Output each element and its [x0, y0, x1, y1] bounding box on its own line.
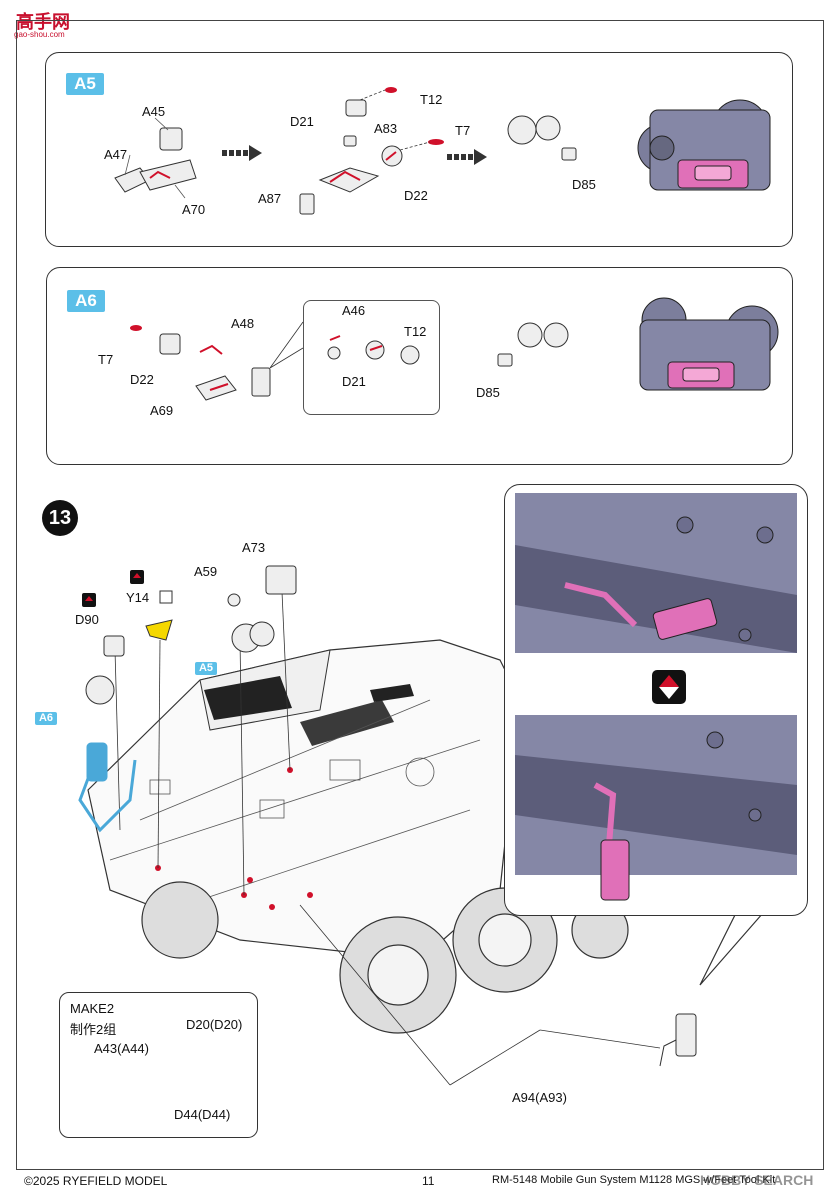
logo-text: 高手网: [16, 12, 70, 33]
label-a94: A94(A93): [512, 1090, 567, 1105]
make2-inset: MAKE2 制作2组 D20(D20) A43(A44) D44(D44): [59, 992, 258, 1138]
tag-a5-step: A5: [195, 662, 217, 675]
label-a69: A69: [150, 403, 174, 418]
label-a70: A70: [182, 202, 206, 217]
label-d85: D85: [572, 177, 596, 192]
panel-a5-drawing: [114, 87, 771, 215]
make-count-label-cn: 制作2组: [70, 1022, 117, 1037]
label-a45: A45: [142, 104, 166, 119]
detail-inset: [303, 300, 440, 415]
label-a87: A87: [258, 191, 282, 206]
label-y14: Y14: [126, 590, 150, 605]
label-a48: A48: [231, 316, 255, 331]
label-d44: D44(D44): [174, 1107, 231, 1122]
panel-a6-drawing: [130, 297, 779, 401]
label-a59: A59: [194, 564, 218, 579]
site-logo[interactable]: 高手网 gao-shou.com: [6, 4, 70, 39]
label-d21-a6: D21: [342, 374, 366, 389]
label-a46: A46: [342, 303, 366, 318]
tag-a6-step: A6: [35, 712, 57, 725]
label-d21: D21: [290, 114, 314, 129]
label-t7-a6: T7: [98, 352, 114, 367]
label-t12-a6: T12: [404, 324, 427, 339]
label-a83: A83: [374, 121, 398, 136]
zoom-render: [515, 493, 797, 901]
label-d85-a6: D85: [476, 385, 500, 400]
label-d20: D20(D20): [186, 1017, 243, 1032]
page-number: 11: [422, 1174, 435, 1188]
label-d22: D22: [404, 188, 428, 203]
label-t12: T12: [420, 92, 443, 107]
panel-a5-tag: A5: [66, 73, 104, 95]
make-count-label: MAKE2: [70, 1001, 115, 1016]
label-a47: A47: [104, 147, 128, 162]
label-a43: A43(A44): [94, 1041, 149, 1056]
label-a73: A73: [242, 540, 266, 555]
watermark: HOBBY SEARCH: [700, 1172, 814, 1188]
panel-a6-tag: A6: [67, 290, 105, 312]
logo-subtext: gao-shou.com: [14, 30, 65, 39]
label-d90: D90: [75, 612, 99, 627]
step-number-badge: 13: [42, 500, 78, 536]
page-border: [16, 20, 824, 1170]
footer-title: RM-5148 Mobile Gun System M1128 MGS w/Fe…: [492, 1174, 776, 1186]
label-t7: T7: [455, 123, 471, 138]
footer-copyright: ©2025 RYEFIELD MODEL: [24, 1174, 168, 1188]
detail-zoom-box: [504, 484, 808, 916]
label-d22-a6: D22: [130, 372, 154, 387]
